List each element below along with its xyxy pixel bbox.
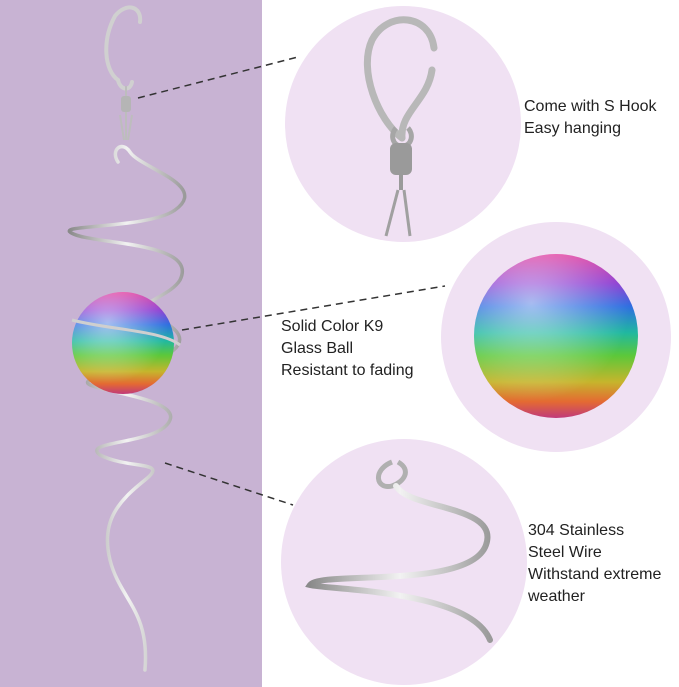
ball-callout-line-1: Solid Color K9 <box>281 318 384 335</box>
wire-callout-line-4: weather <box>528 588 585 605</box>
hook-callout-line-1: Come with S Hook <box>524 98 657 115</box>
ball-callout-line-3: Resistant to fading <box>281 362 414 379</box>
ball-detail-circle <box>441 222 671 452</box>
wire-detail-circle <box>281 439 527 685</box>
wire-callout-line-1: 304 Stainless <box>528 522 625 539</box>
swivel-clip-left <box>119 86 133 141</box>
wire-callout-line-2: Steel Wire <box>528 544 602 561</box>
leader-lines <box>137 56 446 506</box>
wire-callout-line-3: Withstand extreme <box>528 566 662 583</box>
s-hook-left <box>104 5 143 91</box>
hook-detail-circle <box>285 6 521 242</box>
ball-callout: Solid Color K9 Glass Ball Resistant to f… <box>281 316 414 382</box>
hook-callout-line-2: Easy hanging <box>524 120 621 137</box>
ball-callout-line-2: Glass Ball <box>281 340 354 357</box>
hook-callout: Come with S Hook Easy hanging <box>524 96 657 140</box>
glass-ball-left <box>71 292 181 394</box>
spiral-wire-left <box>67 144 187 672</box>
wire-callout: 304 Stainless Steel Wire Withstand extre… <box>528 520 661 608</box>
